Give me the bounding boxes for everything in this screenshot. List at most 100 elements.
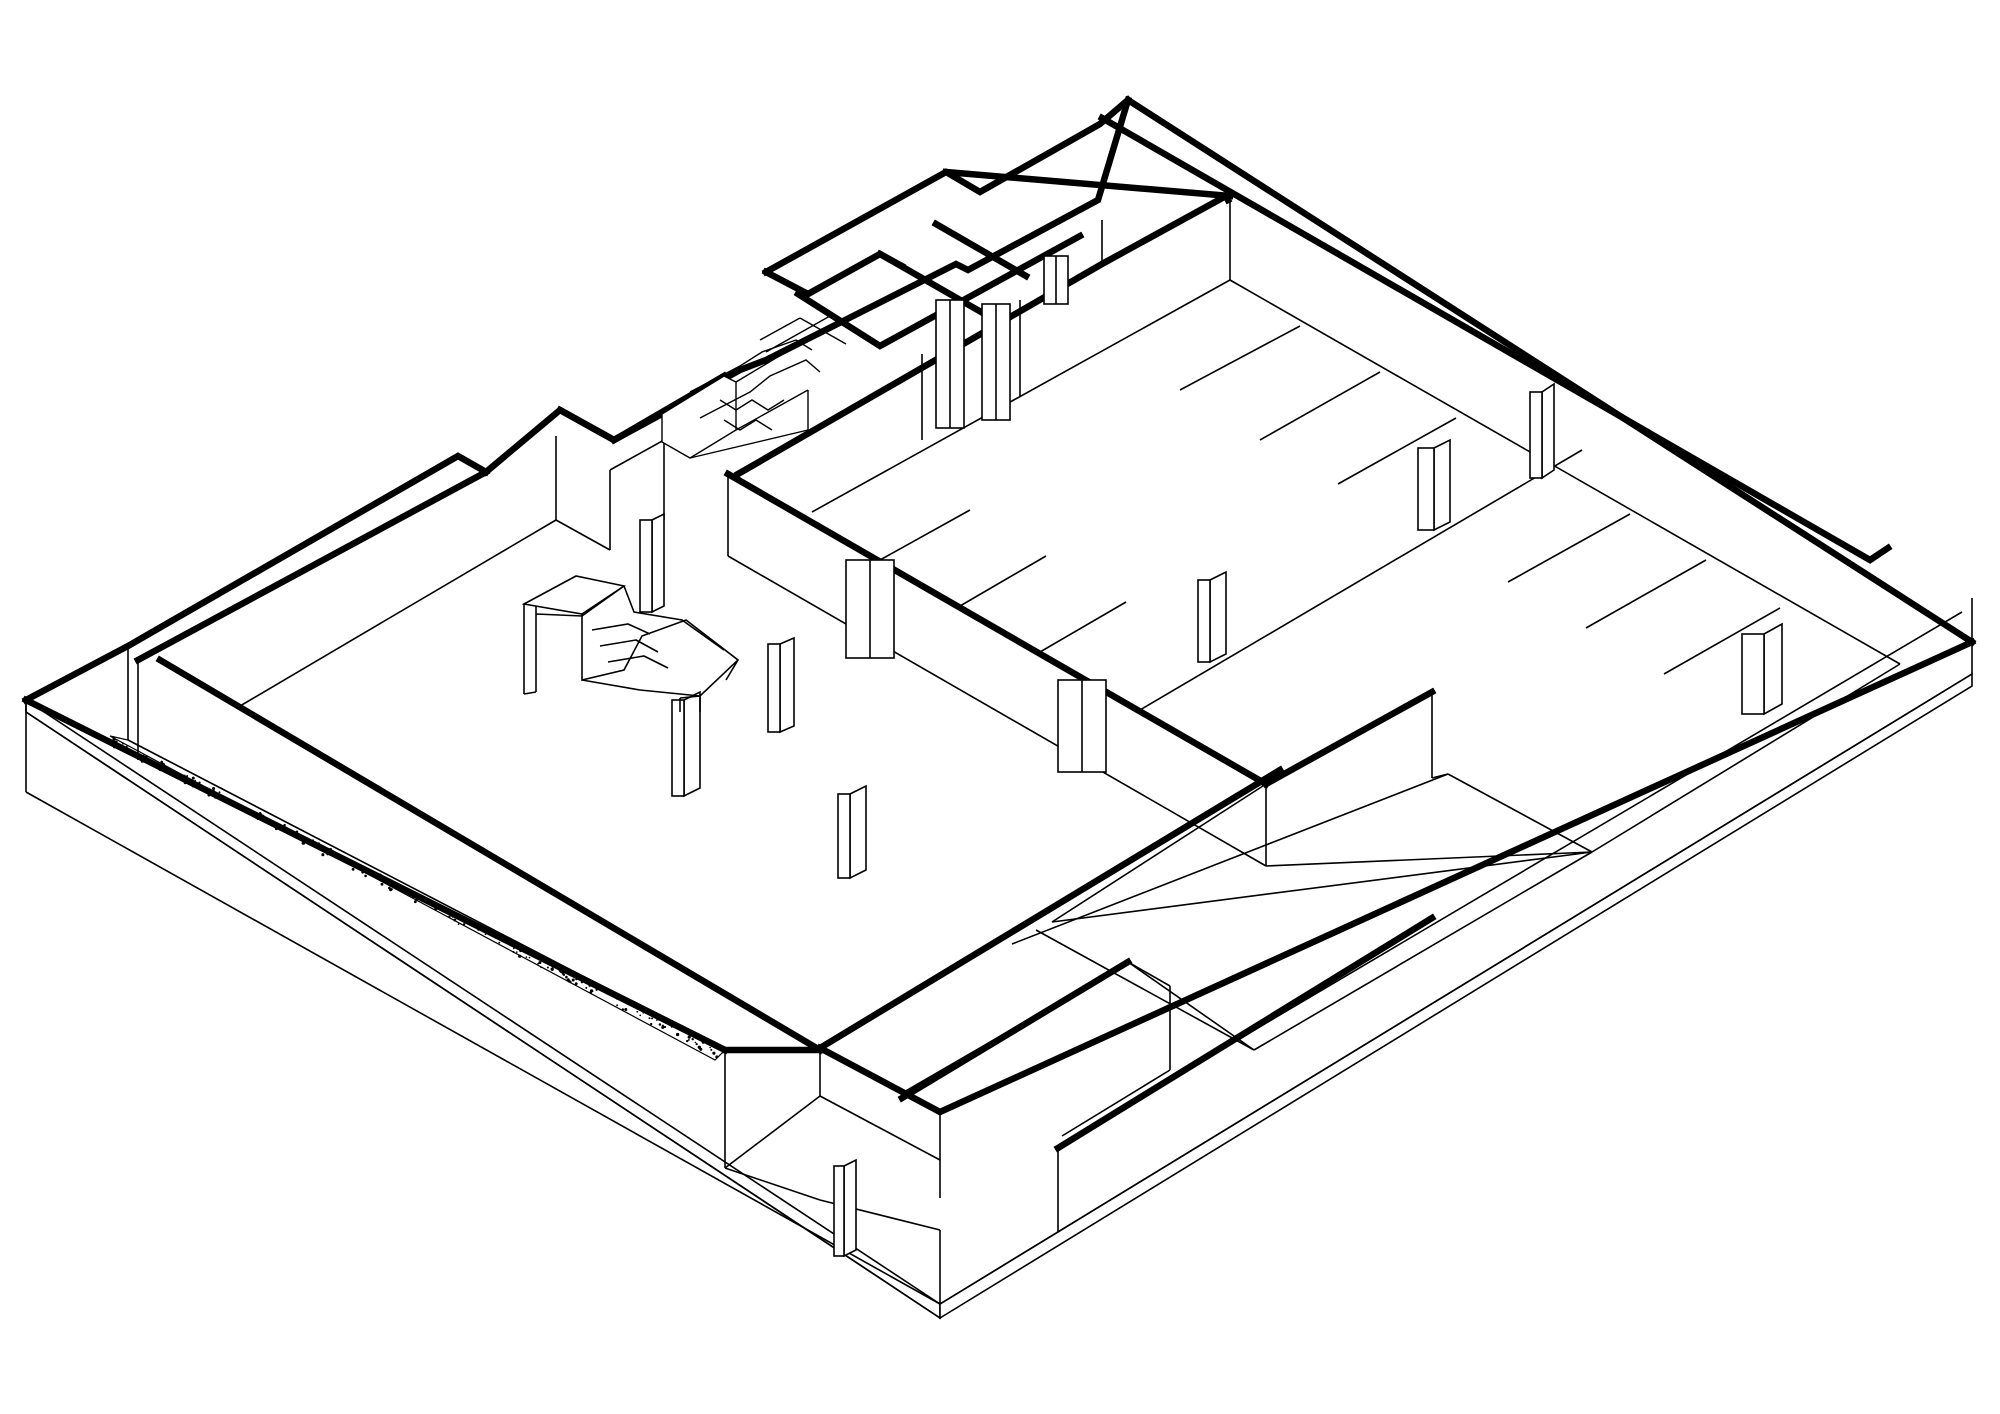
gravel-dot xyxy=(407,888,411,892)
gravel-dot xyxy=(658,1018,661,1021)
gravel-dot xyxy=(191,784,195,788)
gravel-dot xyxy=(397,887,401,891)
gravel-dot xyxy=(482,930,484,933)
gravel-dot xyxy=(589,989,594,993)
wall-front-left-outer xyxy=(21,695,730,1055)
column-1 xyxy=(639,512,665,614)
gravel-dot xyxy=(204,790,208,794)
gravel-dot xyxy=(328,848,333,852)
gravel-dot xyxy=(431,903,434,906)
gravel-dot xyxy=(715,1055,719,1059)
gravel-dot xyxy=(661,1025,665,1029)
gravel-dot xyxy=(262,815,266,820)
gravel-dot xyxy=(295,830,299,834)
wall-service-inner-4 xyxy=(942,168,1234,200)
wall-front-right-inner xyxy=(815,765,1285,1053)
gravel-dot xyxy=(575,978,578,981)
wall-small-room xyxy=(555,405,667,444)
gravel-dot xyxy=(248,811,252,815)
gravel-dot xyxy=(140,759,145,763)
gravel-dot xyxy=(142,754,145,758)
gravel-dot xyxy=(298,834,302,837)
door-left-room xyxy=(845,559,895,659)
gravel-dot xyxy=(317,842,321,846)
gravel-dots xyxy=(110,737,720,1059)
gravel-dot xyxy=(588,984,592,987)
gravel-dot xyxy=(453,918,457,922)
wall-ramp-side xyxy=(1261,687,1437,789)
gravel-dot xyxy=(595,988,598,991)
gravel-dot xyxy=(515,951,518,953)
gravel-dot xyxy=(364,874,367,878)
gravel-dot xyxy=(670,1025,673,1028)
gravel-dot xyxy=(597,987,600,990)
gravel-dot xyxy=(274,827,278,831)
wall-lower-partition xyxy=(897,957,1133,1103)
gravel-dot xyxy=(217,796,220,799)
gravel-dot xyxy=(522,949,525,952)
gravel-dot xyxy=(128,749,131,752)
column-3 xyxy=(671,690,701,798)
gravel-dot xyxy=(163,764,166,767)
wall-lower-front xyxy=(1053,913,1437,1153)
gravel-dot xyxy=(384,877,387,880)
wall-service-inner-3 xyxy=(931,219,1031,281)
gravel-dot xyxy=(161,761,164,764)
gravel-dot xyxy=(687,1035,691,1039)
column-2 xyxy=(767,636,795,734)
gravel-dot xyxy=(112,737,116,742)
gravel-dot xyxy=(691,1038,694,1041)
gravel-dot xyxy=(484,933,487,936)
base-slab-edge xyxy=(25,711,941,1319)
gravel-dot xyxy=(580,981,584,984)
gravel-strip xyxy=(109,735,727,1061)
gravel-dot xyxy=(451,913,455,917)
gravel-dot xyxy=(299,838,302,841)
gravel-dot xyxy=(377,876,381,880)
gravel-dot xyxy=(571,978,575,982)
gravel-dot xyxy=(186,775,189,777)
gravel-dot xyxy=(314,845,318,849)
gravel-dot xyxy=(688,1033,691,1036)
gravel-dot xyxy=(159,769,162,772)
gravel-dot xyxy=(362,868,366,872)
gravel-dot xyxy=(327,850,331,854)
gravel-dot xyxy=(615,997,618,1000)
gravel-dot xyxy=(125,745,128,748)
gravel-dot xyxy=(658,1023,662,1026)
gravel-dot xyxy=(201,785,204,788)
gravel-dot xyxy=(448,915,451,918)
gravel-dot xyxy=(477,927,481,931)
gravel-dot xyxy=(559,969,563,974)
gravel-dot xyxy=(585,986,588,989)
gravel-dot xyxy=(648,1017,651,1020)
door-service-3 xyxy=(1043,255,1069,305)
gravel-dot xyxy=(443,910,446,913)
gravel-dot xyxy=(252,815,255,818)
gravel-dot xyxy=(404,887,407,890)
gravel-dot xyxy=(212,786,216,791)
gravel-dot xyxy=(170,773,173,776)
gravel-dot xyxy=(409,891,413,895)
wall-inner-left xyxy=(133,467,491,665)
gravel-dot xyxy=(165,766,168,769)
gravel-dot xyxy=(177,773,180,777)
gravel-dot xyxy=(462,923,466,926)
gravel-dot xyxy=(121,742,125,745)
gravel-dot xyxy=(550,967,554,971)
column-5 xyxy=(1197,570,1227,664)
gravel-dot xyxy=(207,793,211,797)
doors xyxy=(845,255,1107,773)
gravel-dot xyxy=(167,769,170,771)
gravel-dot xyxy=(512,950,515,954)
gravel-dot xyxy=(351,867,355,871)
gravel-dot xyxy=(185,777,189,781)
column-4 xyxy=(837,784,867,880)
gravel-dot xyxy=(718,1048,720,1051)
gravel-dot xyxy=(212,790,216,793)
gravel-dot xyxy=(656,1019,658,1021)
gravel-dot xyxy=(573,975,576,978)
gravel-dot xyxy=(249,809,253,813)
